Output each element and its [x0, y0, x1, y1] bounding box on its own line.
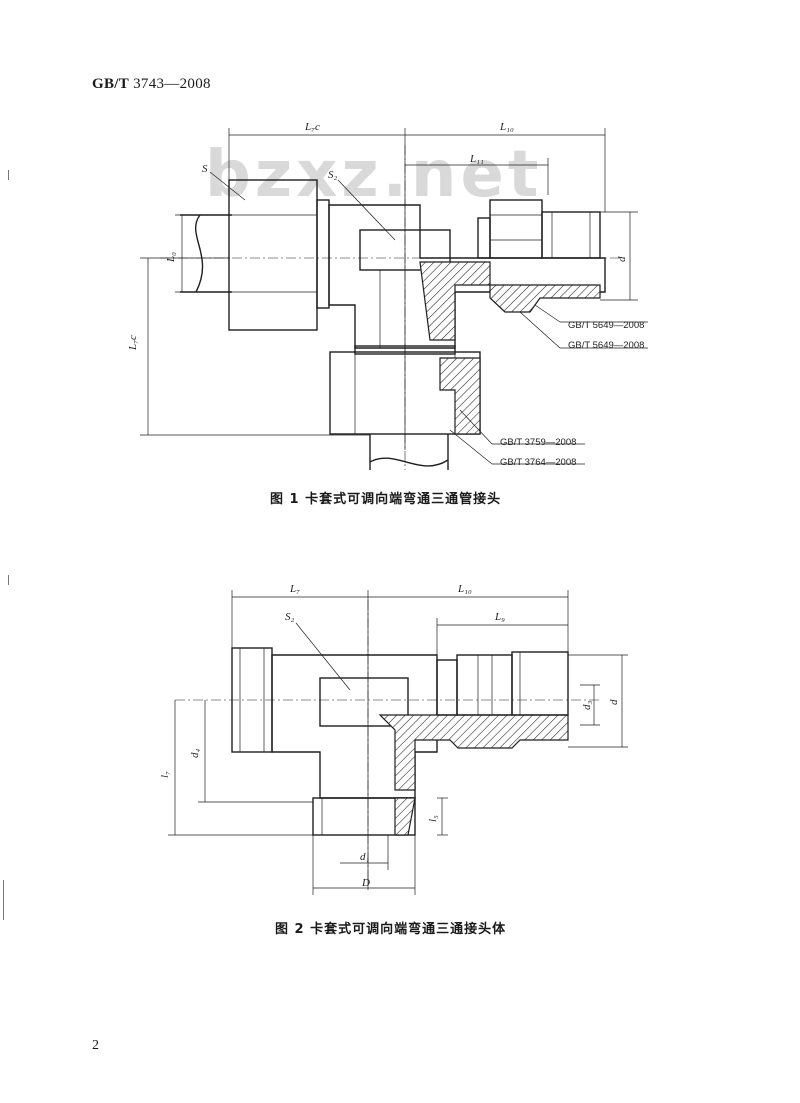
label-L7c-vertical: L₇c	[127, 335, 139, 351]
label-S2: S₂	[328, 169, 338, 181]
section-hatch-fitting	[489, 284, 601, 313]
standard-number: 3743—2008	[133, 76, 211, 92]
leader-S2	[337, 179, 396, 241]
dimension-right-2	[568, 654, 628, 748]
label-L9: L₉	[494, 611, 505, 623]
dimension-left-2	[168, 700, 448, 836]
label-L10: L₁₀	[499, 121, 514, 133]
margin-mark	[3, 880, 4, 920]
standard-code: GB/T	[92, 76, 130, 92]
label-d: d	[616, 256, 628, 262]
right-fitting-2	[436, 651, 569, 716]
figure-2-caption: 图 2 卡套式可调向端弯通三通接头体	[275, 922, 507, 937]
label-d3: d₃	[581, 701, 593, 711]
dimension-bottom-2	[312, 835, 416, 895]
leader-S	[209, 171, 246, 201]
label-d1: d₁	[360, 851, 370, 863]
figure-1-drawing: bzxz.net L₇c L₁₀ L₁₁ L₇c L₀ S S	[127, 121, 648, 470]
label-d-2: d	[608, 699, 620, 705]
margin-mark	[8, 170, 9, 180]
label-l5: l₅	[427, 815, 439, 822]
figure-1-caption: 图 1 卡套式可调向端弯通三通管接头	[270, 492, 502, 507]
reference-2: GB/T 5649—2008	[568, 340, 644, 351]
label-L7: L₇	[289, 583, 300, 595]
right-fitting	[477, 199, 601, 259]
label-L7c: L₇c	[304, 121, 320, 133]
reference-4: GB/T 3764—2008	[500, 457, 576, 468]
label-d4: d₄	[189, 749, 201, 759]
standard-header: GB/T 3743—2008	[92, 76, 211, 93]
reference-leaders	[449, 304, 648, 465]
section-hatch-2	[378, 714, 569, 791]
label-L0: L₀	[165, 252, 177, 263]
label-D: D	[361, 877, 370, 889]
label-S: S	[202, 163, 208, 175]
bottom-boss	[312, 797, 416, 836]
figure-2-drawing: L₇ L₁₀ L₉ S₂ d d₃	[159, 583, 628, 895]
label-L11: L₁₁	[469, 153, 484, 165]
page-number: 2	[92, 1038, 99, 1053]
label-L10-2: L₁₀	[457, 583, 472, 595]
section-hatch-right	[419, 261, 491, 341]
left-nut	[228, 179, 330, 331]
label-S2-2: S₂	[285, 611, 295, 623]
label-l7: l₇	[159, 771, 171, 778]
pipe-bottom	[369, 434, 449, 470]
margin-mark	[8, 575, 9, 585]
pipe-left	[180, 214, 232, 293]
reference-3: GB/T 3759—2008	[500, 437, 576, 448]
watermark: bzxz.net	[205, 138, 542, 212]
dimension-left	[140, 214, 370, 436]
reference-1: GB/T 5649—2008	[568, 320, 644, 331]
leader-S2-2	[295, 622, 351, 691]
